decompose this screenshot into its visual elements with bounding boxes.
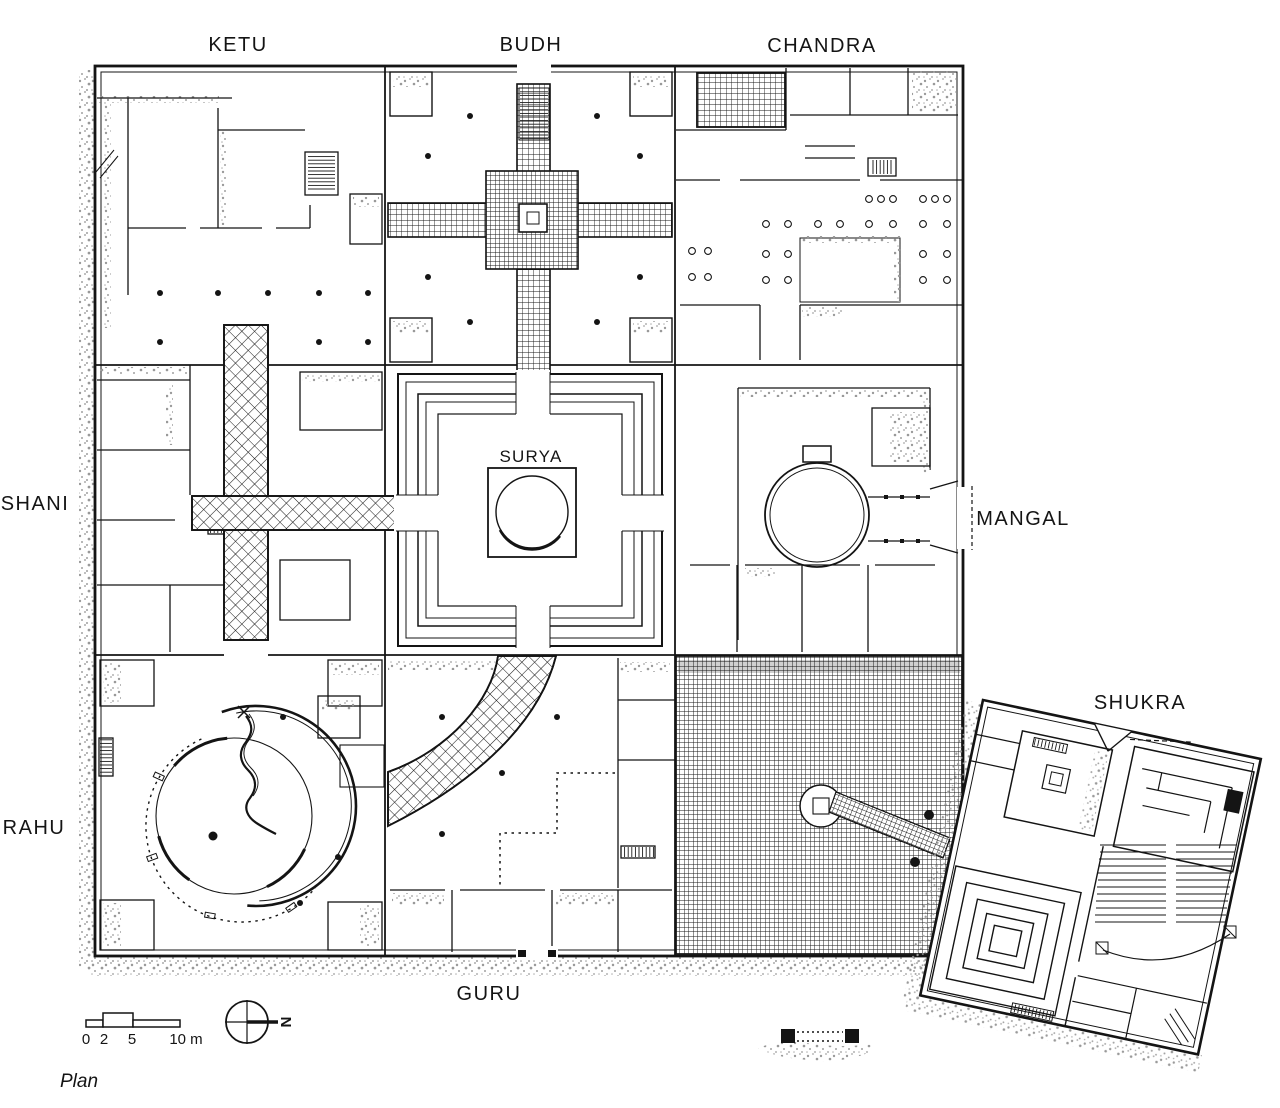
shukra-block — [902, 698, 1263, 1073]
north-arrow-icon — [225, 1000, 278, 1044]
label-guru: GURU — [457, 983, 522, 1005]
ketu-columns — [157, 290, 371, 345]
chandra-colonnade — [688, 195, 951, 284]
plaza — [675, 655, 963, 955]
plan-caption: Plan — [60, 1071, 98, 1092]
scale-tick-10: 10 m — [169, 1031, 202, 1048]
cell-shani — [97, 365, 383, 652]
shukra-auditorium — [1095, 844, 1237, 961]
label-shani: SHANI — [1, 493, 70, 515]
cell-surya — [394, 370, 666, 650]
cell-ketu — [95, 96, 383, 345]
scale-tick-5: 5 — [128, 1031, 136, 1048]
cell-chandra — [676, 68, 962, 360]
scale-tick-0: 0 — [82, 1031, 90, 1048]
label-shukra: SHUKRA — [1094, 692, 1186, 714]
label-surya: SURYA — [499, 447, 562, 466]
plan-shadow — [79, 70, 974, 976]
label-budh: BUDH — [500, 34, 563, 56]
label-chandra: CHANDRA — [767, 35, 876, 57]
cell-mangal — [690, 387, 973, 652]
scale-tick-2: 2 — [100, 1031, 108, 1048]
budh-columns — [425, 113, 643, 325]
cell-rahu — [98, 650, 385, 951]
south-gate — [758, 1029, 873, 1062]
label-ketu: KETU — [208, 34, 267, 56]
north-letter: N — [277, 1017, 294, 1028]
cell-guru — [387, 655, 675, 960]
scale-bar — [85, 1012, 181, 1028]
label-rahu: RAHU — [3, 817, 66, 839]
label-mangal: MANGAL — [976, 508, 1069, 530]
